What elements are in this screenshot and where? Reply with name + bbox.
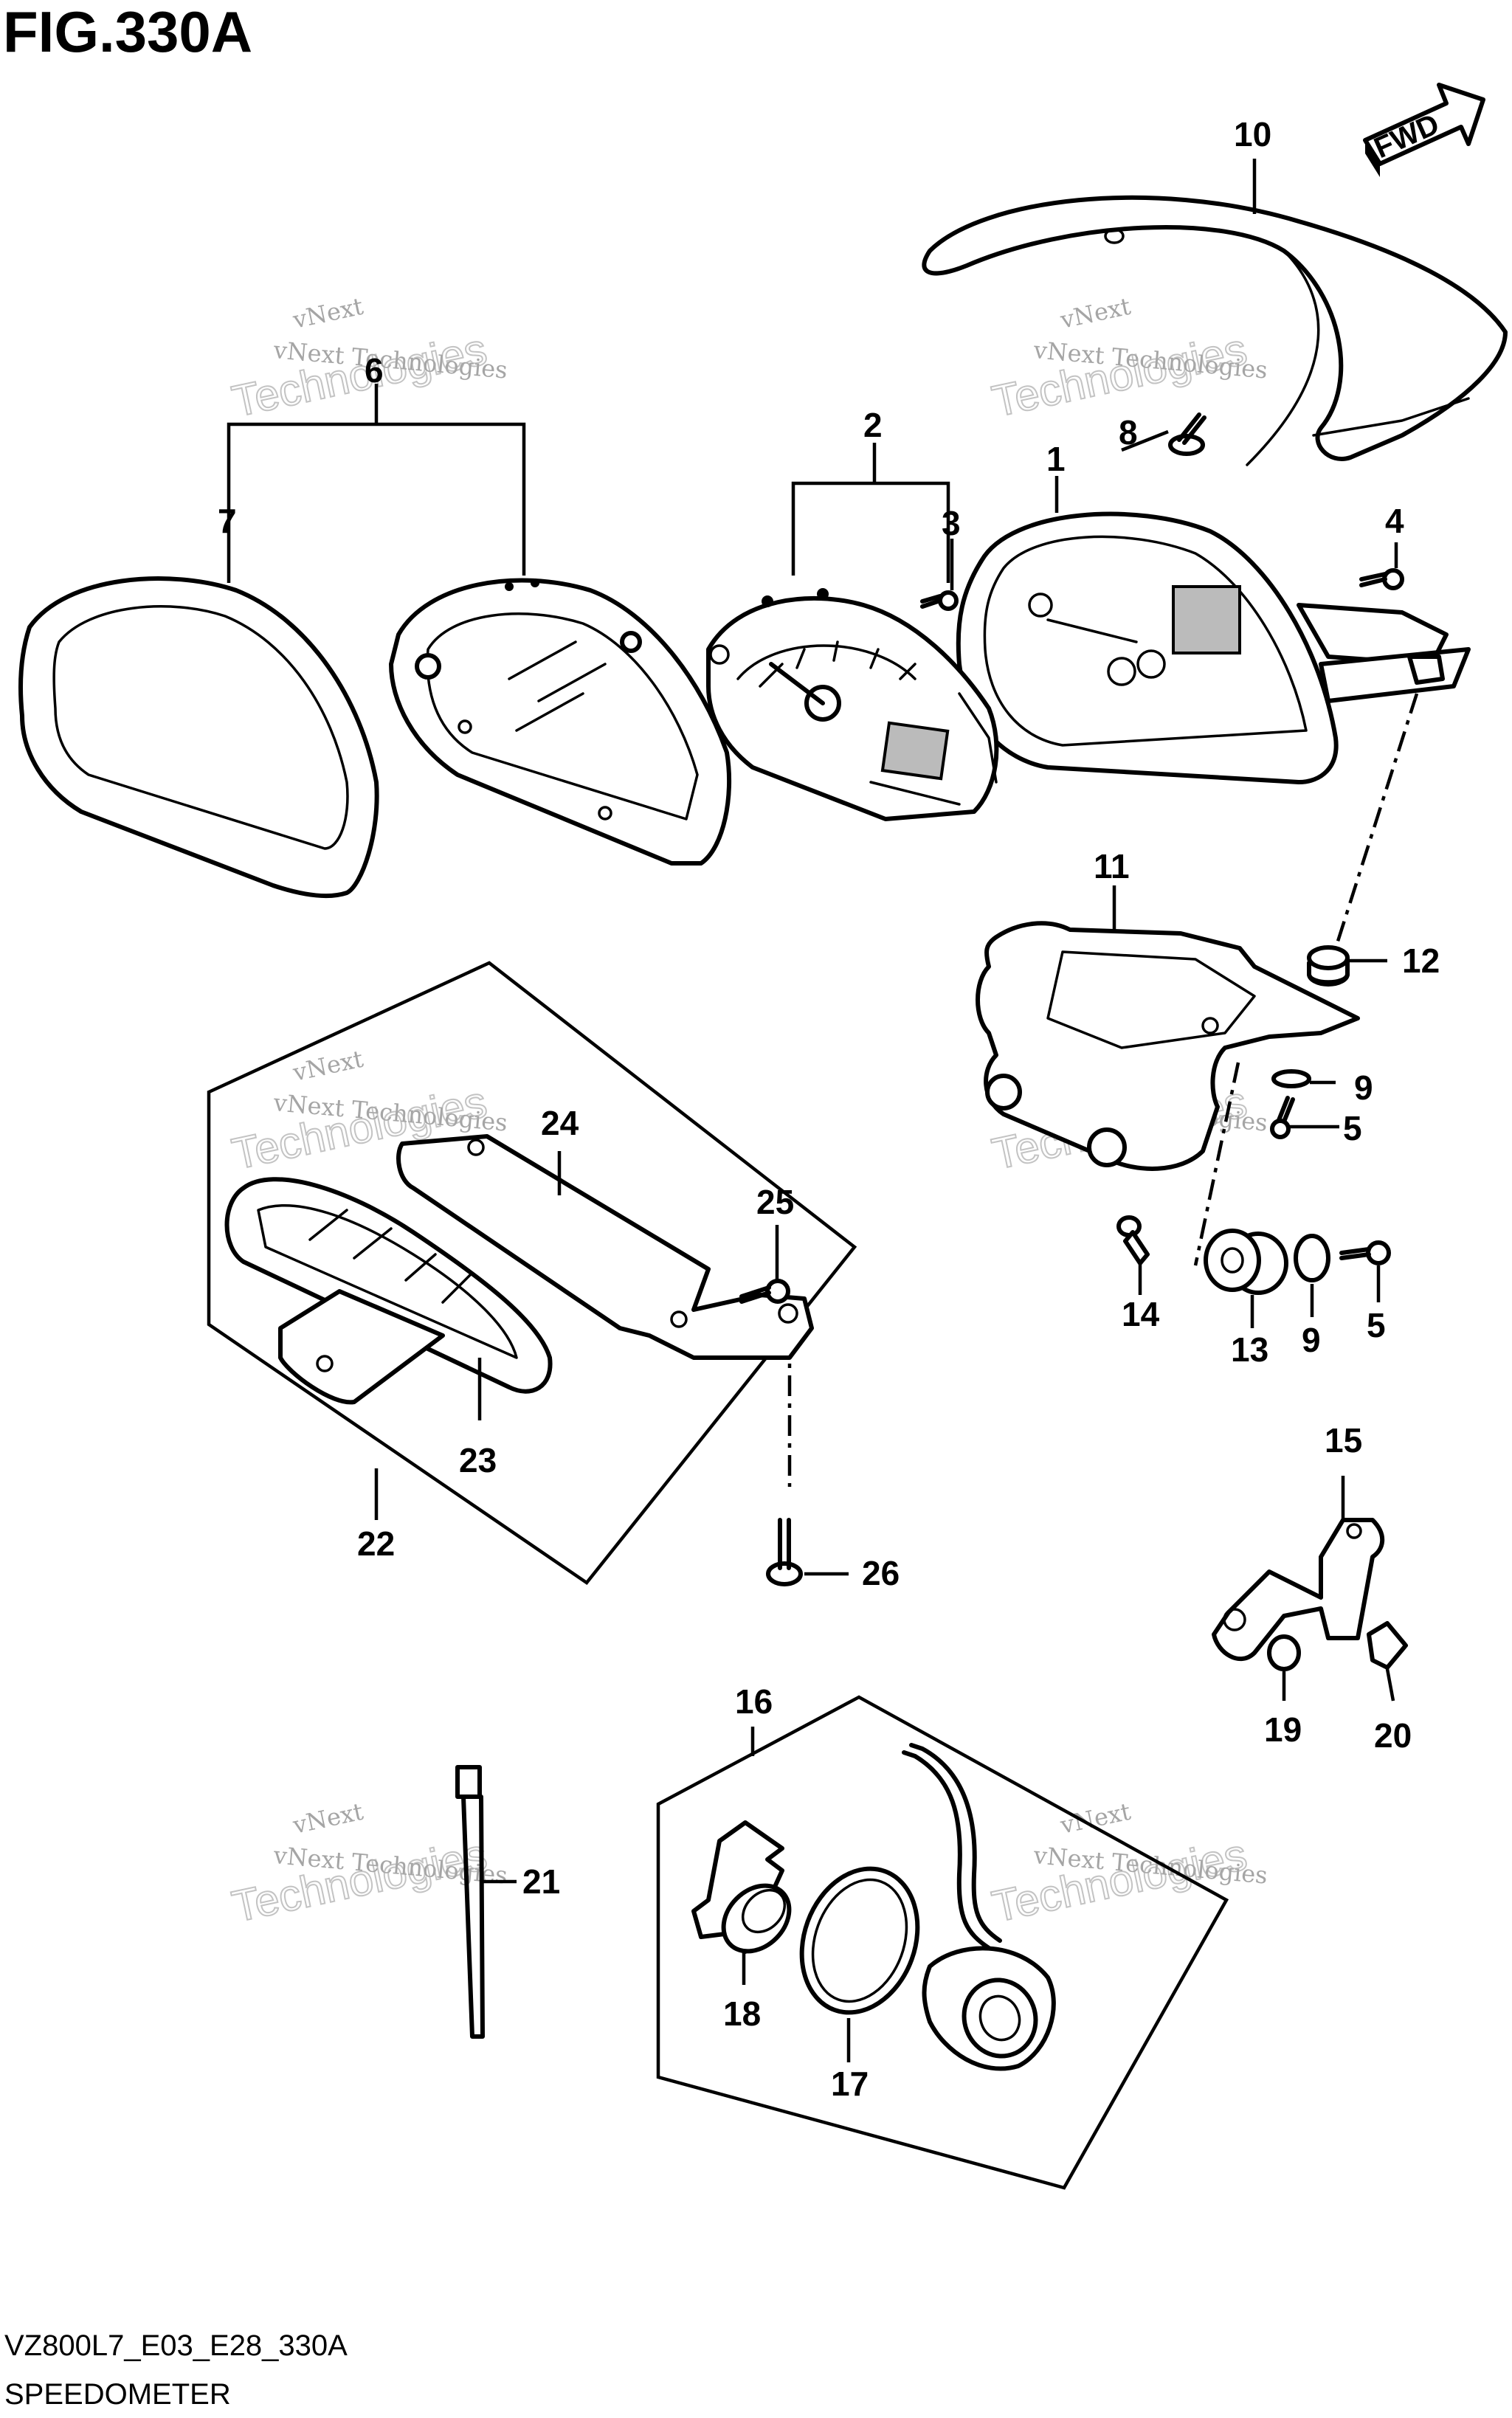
part-22-assembly-box — [207, 961, 857, 1586]
bracket-2 — [791, 481, 950, 583]
callout-4: 4 — [1385, 502, 1404, 540]
figure-title: FIG.330A — [3, 0, 252, 64]
part-6-front-bezel — [389, 578, 732, 866]
bracket-6 — [227, 422, 526, 583]
part-19-washer — [1267, 1634, 1301, 1671]
model-code: VZ800L7_E03_E28_330A — [4, 2329, 348, 2362]
callout-7: 7 — [218, 502, 237, 540]
part-5-screw-lower — [1339, 1240, 1391, 1265]
svg-text:vNext: vNext — [1057, 1797, 1133, 1840]
part-7-outer-rim — [18, 576, 379, 899]
part-16-bulb-socket — [902, 1743, 1056, 2071]
part-14-bolt — [1116, 1215, 1150, 1265]
part-10-meter-cover — [922, 195, 1508, 466]
part-3-screw — [920, 590, 959, 611]
part-17-seal-ring — [799, 1866, 920, 2015]
part-25-screw — [739, 1279, 790, 1304]
part-8-screw — [1168, 412, 1207, 456]
callout-1: 1 — [1046, 440, 1066, 478]
callout-2: 2 — [863, 406, 883, 444]
callout-6: 6 — [365, 351, 384, 390]
svg-text:Technologies: Technologies — [228, 324, 491, 426]
callout-18: 18 — [723, 1994, 761, 2033]
callout-12: 12 — [1402, 942, 1440, 980]
alignment-line-12 — [1333, 693, 1419, 949]
part-24-bracket — [396, 1134, 814, 1360]
svg-text:Technologies: Technologies — [988, 1829, 1252, 1931]
callout-23: 23 — [459, 1441, 497, 1479]
figure-caption: SPEEDOMETER — [4, 2378, 231, 2411]
callout-26: 26 — [862, 1554, 900, 1592]
watermark-top-right: vNext vNext Technologies Technologies — [987, 292, 1269, 427]
svg-text:vNext: vNext — [1057, 292, 1133, 334]
part-9-washer-upper — [1271, 1069, 1311, 1088]
callout-20: 20 — [1374, 1716, 1412, 1755]
part-9-washer-lower — [1294, 1234, 1330, 1282]
callout-22: 22 — [357, 1524, 395, 1563]
fwd-arrow-icon: FWD — [1363, 83, 1485, 177]
svg-text:vNext: vNext — [290, 1797, 366, 1840]
part-21-cable-tie — [455, 1765, 485, 2039]
callout-14: 14 — [1122, 1295, 1160, 1333]
callout-9-lower: 9 — [1302, 1321, 1321, 1359]
part-15-stay-bracket — [1212, 1518, 1385, 1662]
callout-9-upper: 9 — [1354, 1068, 1373, 1107]
callout-24: 24 — [541, 1104, 579, 1142]
callout-5-lower: 5 — [1367, 1306, 1386, 1344]
callout-16: 16 — [735, 1682, 773, 1721]
part-12-grommet — [1307, 945, 1350, 987]
part-2-meter-unit — [706, 588, 999, 821]
alignment-line-13 — [1193, 1062, 1240, 1266]
callout-17: 17 — [831, 2065, 869, 2103]
callout-10: 10 — [1234, 115, 1271, 153]
part-1-meter-case — [956, 511, 1471, 784]
part-4-screw — [1359, 568, 1404, 590]
part-16-assembly-box — [656, 1695, 1229, 2190]
callout-8: 8 — [1119, 413, 1138, 452]
svg-text:vNext: vNext — [290, 292, 366, 334]
watermark-bottom-right: vNext vNext Technologies Technologies — [987, 1797, 1269, 1932]
callout-11: 11 — [1094, 847, 1130, 885]
svg-text:Technologies: Technologies — [228, 1829, 491, 1931]
part-20-nut — [1367, 1621, 1408, 1670]
callout-labels: 10 2 3 1 4 8 6 7 11 12 9 5 14 13 9 5 24 … — [218, 115, 1440, 2103]
callout-15: 15 — [1325, 1421, 1362, 1460]
callout-25: 25 — [756, 1183, 794, 1221]
part-18-socket — [691, 1820, 792, 1954]
part-23-indicator-lens — [224, 1177, 553, 1405]
part-5-screw-upper — [1270, 1096, 1295, 1139]
fwd-label: FWD — [1370, 108, 1444, 165]
part-26-screw — [766, 1518, 803, 1586]
svg-text:Technologies: Technologies — [988, 324, 1252, 426]
callout-5-upper: 5 — [1343, 1109, 1362, 1147]
part-13-damper — [1204, 1229, 1288, 1295]
leader-lines — [374, 159, 1398, 2062]
callout-3: 3 — [942, 504, 961, 542]
callout-19: 19 — [1264, 1710, 1302, 1749]
callout-21: 21 — [522, 1862, 560, 1901]
part-11-bracket-plate — [976, 921, 1360, 1171]
callout-13: 13 — [1231, 1330, 1268, 1369]
